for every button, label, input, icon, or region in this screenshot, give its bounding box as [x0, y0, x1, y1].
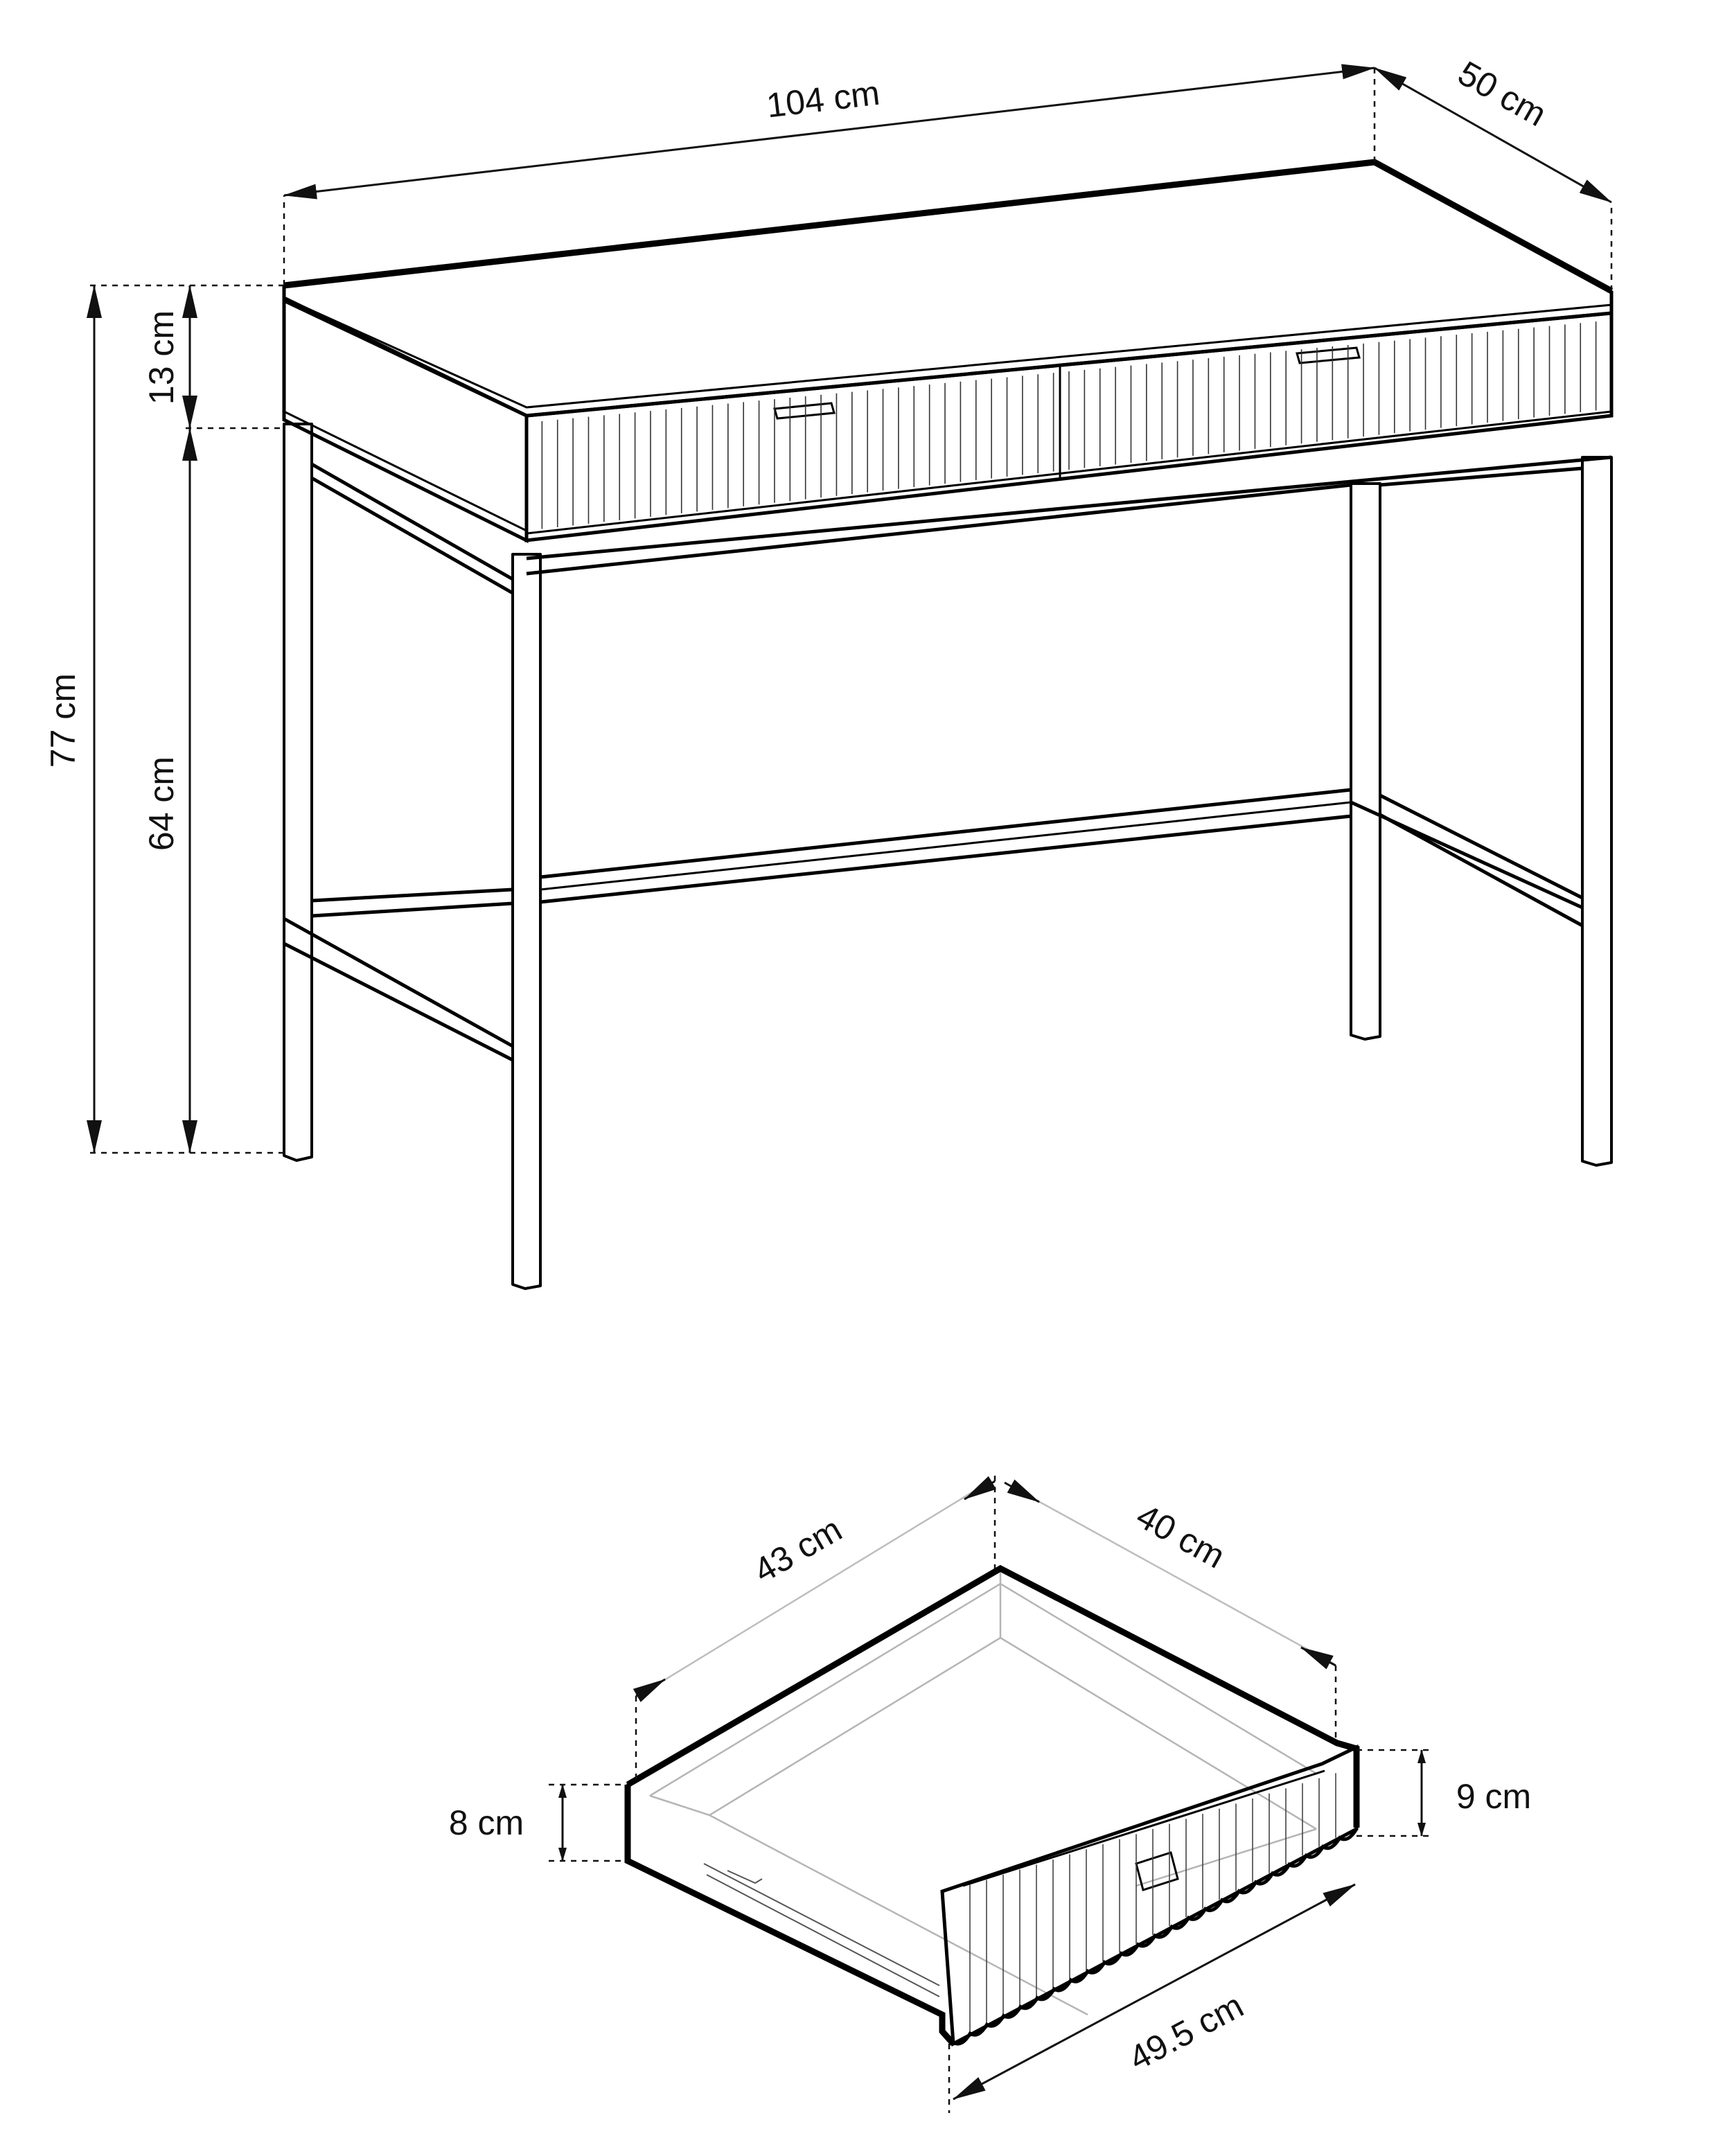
desk-apron-height-label: 13 cm [142, 310, 181, 405]
desk-apron [282, 295, 1614, 544]
drawer-front-height-label: 9 cm [1456, 1777, 1531, 1816]
desk-frame [283, 423, 1613, 1290]
drawer-fluting [541, 321, 1597, 529]
drawer-inner-depth-label: 40 cm [1130, 1496, 1231, 1576]
desk-depth-label: 50 cm [1451, 53, 1553, 134]
drawer-side-length-label: 43 cm [748, 1510, 849, 1591]
drawer-drawing [624, 1564, 1360, 2047]
drawer-back-height-label: 8 cm [449, 1803, 524, 1842]
desk-leg-height-label: 64 cm [142, 757, 181, 851]
drawer-front-width-label: 49.5 cm [1122, 1986, 1249, 2078]
desk-drawing [282, 159, 1614, 1290]
desk-width-label: 104 cm [764, 73, 881, 125]
desk-total-height-label: 77 cm [44, 673, 82, 768]
desk-top [282, 159, 1614, 418]
